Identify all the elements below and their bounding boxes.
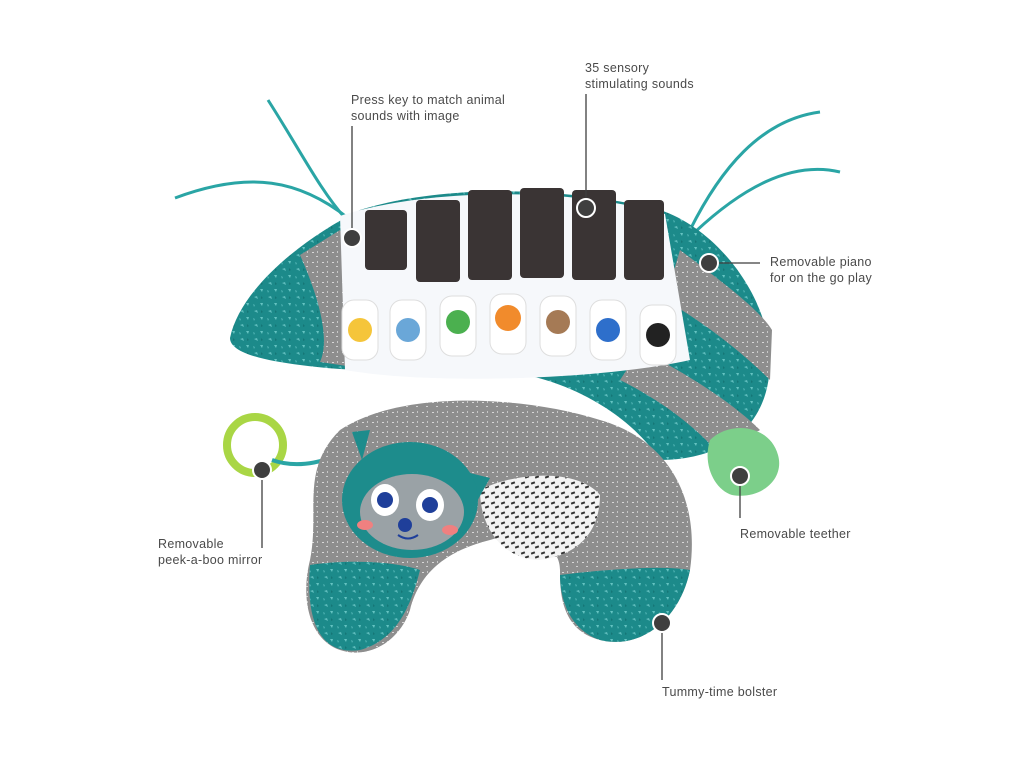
parrot-icon bbox=[596, 318, 620, 342]
elephant-icon bbox=[396, 318, 420, 342]
callout-removable-mirror: Removable peek-a-boo mirror bbox=[158, 537, 263, 567]
leaf-teether-icon bbox=[707, 428, 780, 496]
monkey-icon bbox=[546, 310, 570, 334]
tummy-time-bolster bbox=[306, 400, 692, 653]
frog-icon bbox=[446, 310, 470, 334]
ribbons bbox=[174, 99, 841, 234]
callout-removable-teether: Removable teether bbox=[740, 527, 851, 541]
raccoon-face-icon bbox=[342, 430, 490, 558]
callout-press-key: Press key to match animal sounds with im… bbox=[351, 93, 506, 123]
callout-sensory-sounds: 35 sensory stimulating sounds bbox=[585, 61, 694, 91]
duck-icon bbox=[348, 318, 372, 342]
callout-tummy-time-bolster: Tummy-time bolster bbox=[662, 685, 778, 699]
piano-pillow bbox=[230, 188, 772, 460]
toucan-icon bbox=[646, 323, 670, 347]
lion-icon bbox=[495, 305, 521, 331]
callout-removable-piano: Removable piano for on the go play bbox=[770, 255, 872, 285]
animal-keys bbox=[341, 293, 677, 366]
callout-markers bbox=[252, 94, 760, 680]
